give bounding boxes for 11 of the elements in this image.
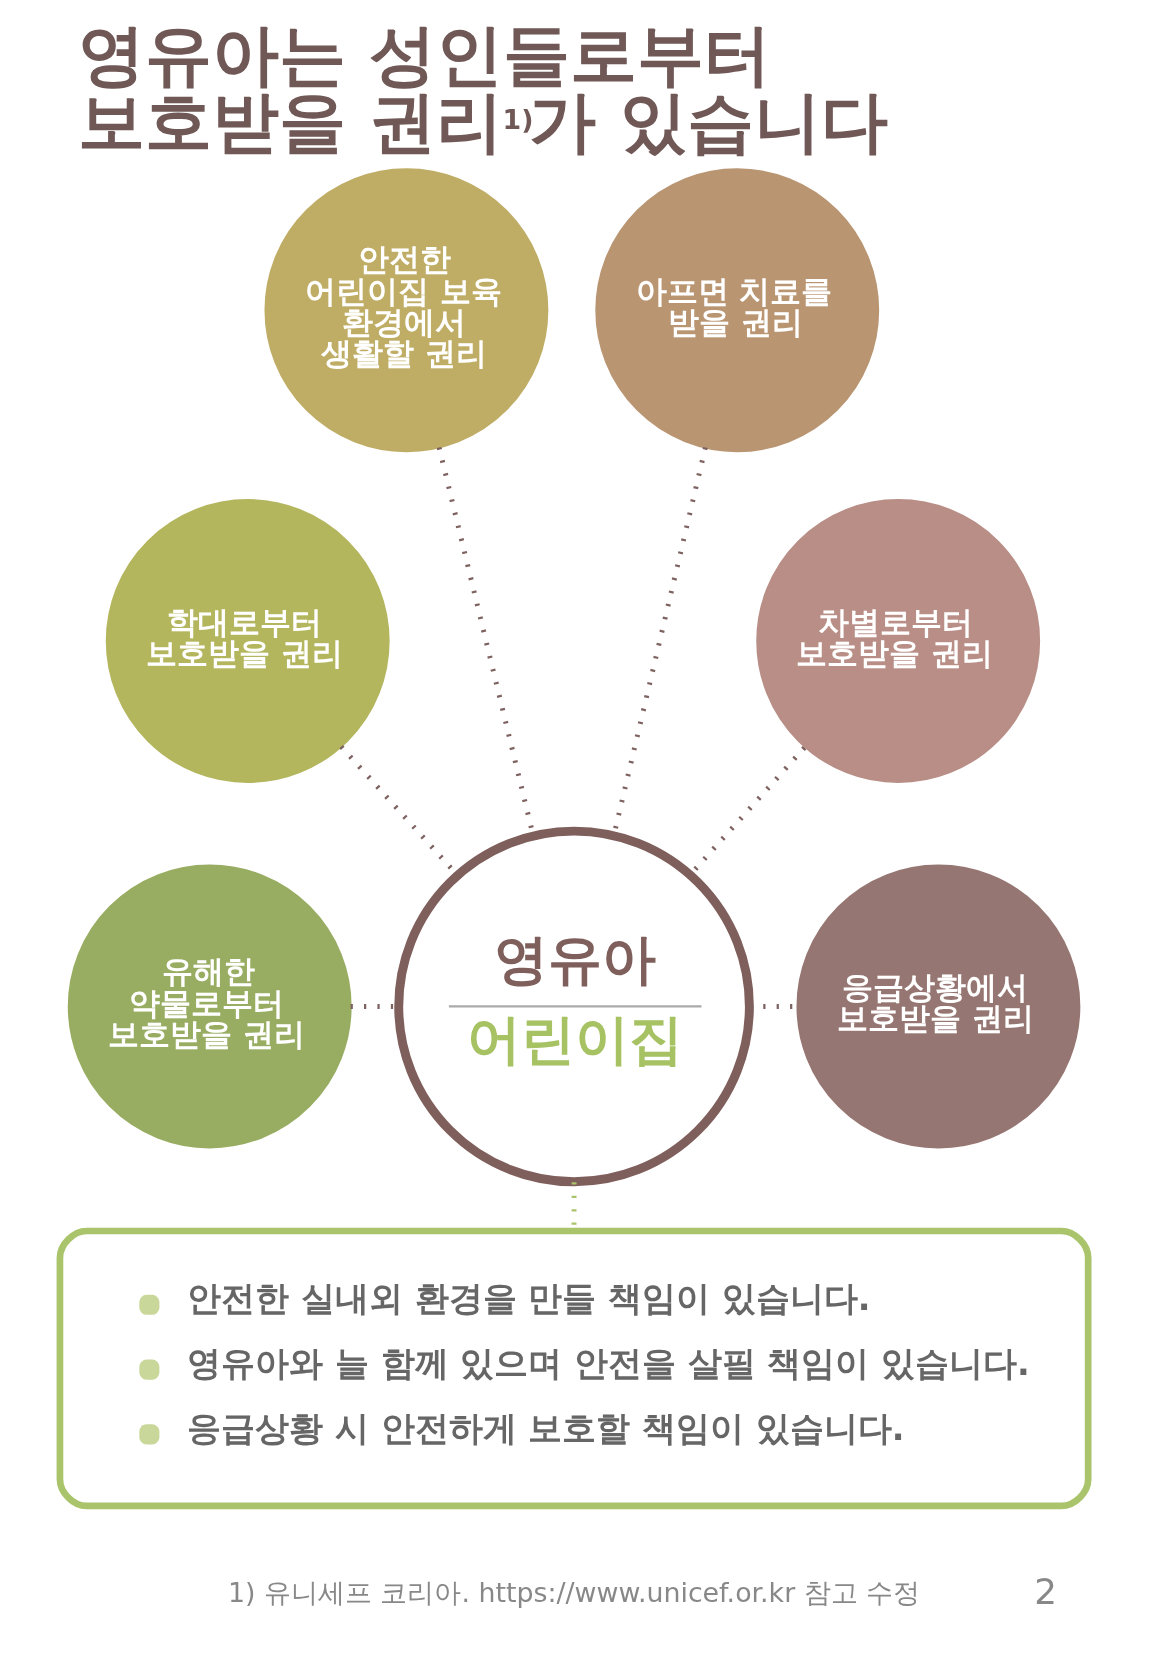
- node-circle: 영유아 어린이집: [393, 826, 754, 1187]
- node-circle: 아프면 치료를 받을 권리: [594, 168, 879, 453]
- diagram-title: 영유아는 성인들로부터 보호받을 권리$^{1)}$가 있습니다: [77, 15, 888, 161]
- node-circle: 차별로부터 보호받을 권리: [755, 499, 1040, 783]
- label: 2: [1033, 1570, 1057, 1612]
- node-circle: 학대로부터 보호받을 권리: [105, 499, 390, 783]
- node-circle: 응급상황에서 보호받을 권리: [795, 864, 1080, 1149]
- node-box: 안전한 실내외 환경을 만들 책임이 있습니다. 영유아와 늘 함께 있으며 안전을 살필 책임이 있습니다. 응급상황 시 안전하게 보호할 책임이 있습니다.: [56, 1227, 1092, 1510]
- label: 1) 유니세프 코리아. https://www.unicef.or.kr 참고 수정: [227, 1577, 920, 1609]
- node-circle: 유해한 약물로부터 보호받을 권리: [67, 864, 352, 1149]
- node-circle: 안전한 어린이집 보육 환경에서 생활할 권리: [263, 168, 548, 453]
